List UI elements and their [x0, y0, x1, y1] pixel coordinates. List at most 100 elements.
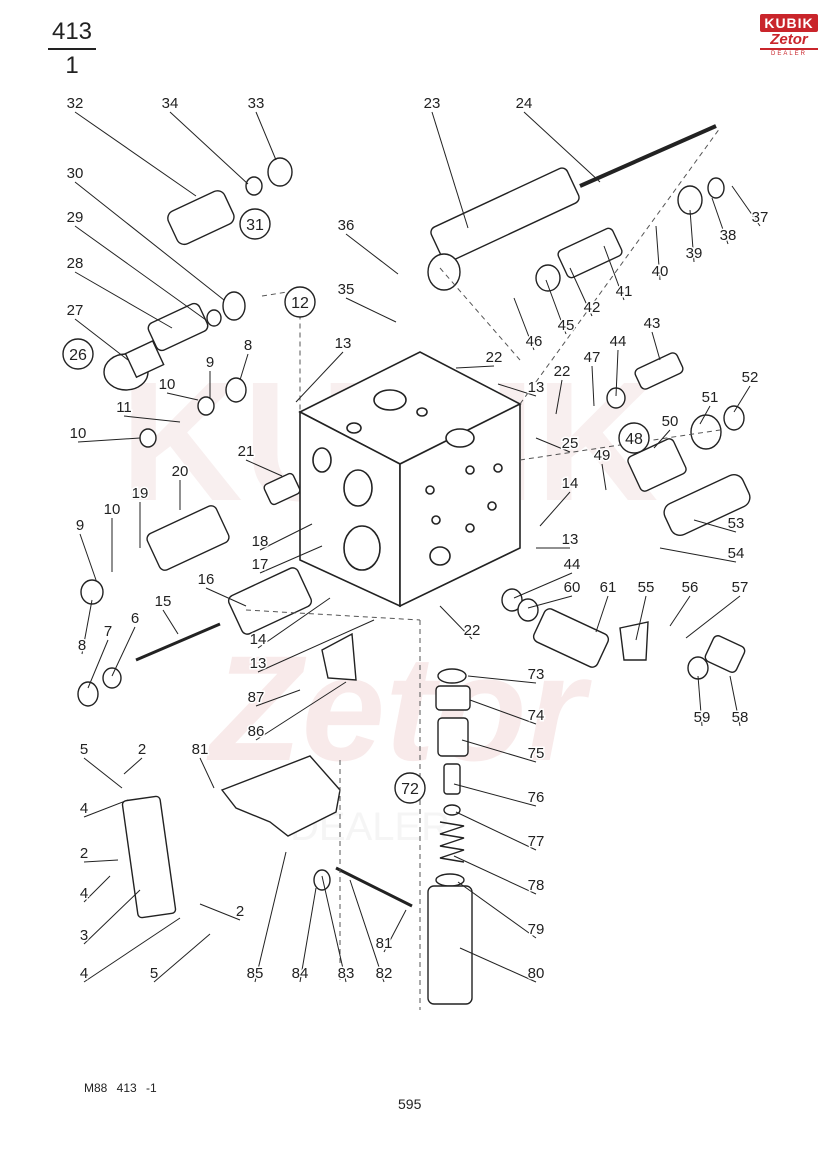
leader-line: [595, 595, 609, 633]
callout-number: 81: [376, 935, 393, 952]
callout-53: 53: [693, 514, 746, 534]
callout-37: 37: [731, 185, 770, 228]
callout-81: 81: [374, 909, 407, 954]
callout-4: 4: [78, 799, 129, 819]
callout-85: 85: [245, 851, 287, 984]
callout-60: 60: [527, 578, 582, 609]
callout-52: 52: [733, 368, 760, 413]
callout-73: 73: [467, 665, 546, 685]
callout-18: 18: [250, 523, 313, 552]
callout-number: 36: [338, 217, 355, 234]
callout-number: 46: [526, 333, 543, 350]
callout-30: 30: [65, 164, 225, 301]
callout-number: 23: [424, 95, 441, 112]
callout-number: 53: [728, 515, 745, 532]
callout-number: 10: [159, 376, 176, 393]
callout-79: 79: [457, 881, 546, 940]
callout-49: 49: [592, 446, 612, 491]
callout-number: 47: [584, 349, 601, 366]
leader-line: [731, 185, 761, 227]
callout-14: 14: [248, 597, 331, 650]
callout-number: 5: [150, 965, 158, 982]
callout-number: 56: [682, 579, 699, 596]
callout-8: 8: [76, 599, 93, 656]
callout-number: 2: [80, 845, 88, 862]
callout-number: 17: [252, 556, 269, 573]
leader-line: [523, 111, 601, 183]
leader-line: [83, 889, 141, 945]
leader-line: [345, 297, 397, 323]
callout-number: 10: [70, 425, 87, 442]
callout-33: 33: [246, 94, 277, 161]
callout-2: 2: [199, 902, 246, 922]
kubik-zetor-logo: KUBIK Zetor DEALER: [760, 14, 818, 62]
leader-line: [569, 267, 593, 317]
callout-21: 21: [236, 442, 283, 477]
callout-number: 37: [752, 209, 769, 226]
leader-line: [729, 675, 741, 727]
leader-line: [199, 757, 215, 789]
callout-19: 19: [130, 484, 150, 548]
leader-line: [591, 365, 595, 407]
callout-number: 54: [728, 545, 745, 562]
leader-line: [81, 599, 93, 655]
callout-59: 59: [692, 675, 712, 728]
leader-line: [254, 851, 287, 983]
callout-number: 84: [292, 965, 309, 982]
callout-28: 28: [65, 254, 173, 329]
leader-line: [653, 429, 671, 449]
leader-line: [111, 626, 136, 677]
callout-number: 9: [76, 517, 84, 534]
callout-35: 35: [336, 280, 397, 323]
leader-line: [697, 675, 703, 727]
callout-number: 22: [464, 622, 481, 639]
callout-number: 19: [132, 485, 149, 502]
callout-2: 2: [123, 740, 148, 775]
callout-10: 10: [102, 500, 122, 572]
leader-line: [555, 379, 563, 415]
callout-number: 2: [236, 903, 244, 920]
group-number: 26: [69, 347, 87, 364]
callout-number: 55: [638, 579, 655, 596]
callout-number: 14: [562, 475, 579, 492]
callout-number: 14: [250, 631, 267, 648]
callout-number: 44: [610, 333, 627, 350]
callout-number: 25: [562, 435, 579, 452]
leader-line: [669, 595, 691, 627]
callout-number: 27: [67, 302, 84, 319]
callout-number: 76: [528, 789, 545, 806]
leader-line: [239, 353, 249, 381]
callout-number: 52: [742, 369, 759, 386]
leader-line: [455, 365, 495, 369]
callout-number: 29: [67, 209, 84, 226]
callout-number: 22: [486, 349, 503, 366]
leader-line: [87, 639, 109, 689]
group-ref-72: 72: [394, 772, 426, 804]
callout-5: 5: [78, 740, 123, 789]
callout-number: 30: [67, 165, 84, 182]
leader-line: [453, 783, 537, 807]
callout-number: 4: [80, 965, 88, 982]
leader-line: [651, 331, 661, 361]
leader-line: [257, 597, 331, 649]
leader-line: [699, 405, 711, 425]
callout-number: 11: [116, 399, 132, 416]
callout-87: 87: [246, 688, 301, 708]
callout-51: 51: [699, 388, 720, 425]
leader-line: [469, 699, 537, 725]
callout-3: 3: [78, 889, 141, 946]
callout-number: 59: [694, 709, 711, 726]
leader-line: [74, 271, 173, 329]
callout-number: 58: [732, 709, 749, 726]
group-number: 413 1: [48, 18, 96, 80]
leader-line: [711, 197, 729, 245]
callout-40: 40: [650, 225, 670, 282]
callout-number: 40: [652, 263, 669, 280]
group-ref-48: 48: [618, 422, 650, 454]
callout-23: 23: [422, 94, 469, 229]
leader-line: [153, 933, 211, 983]
